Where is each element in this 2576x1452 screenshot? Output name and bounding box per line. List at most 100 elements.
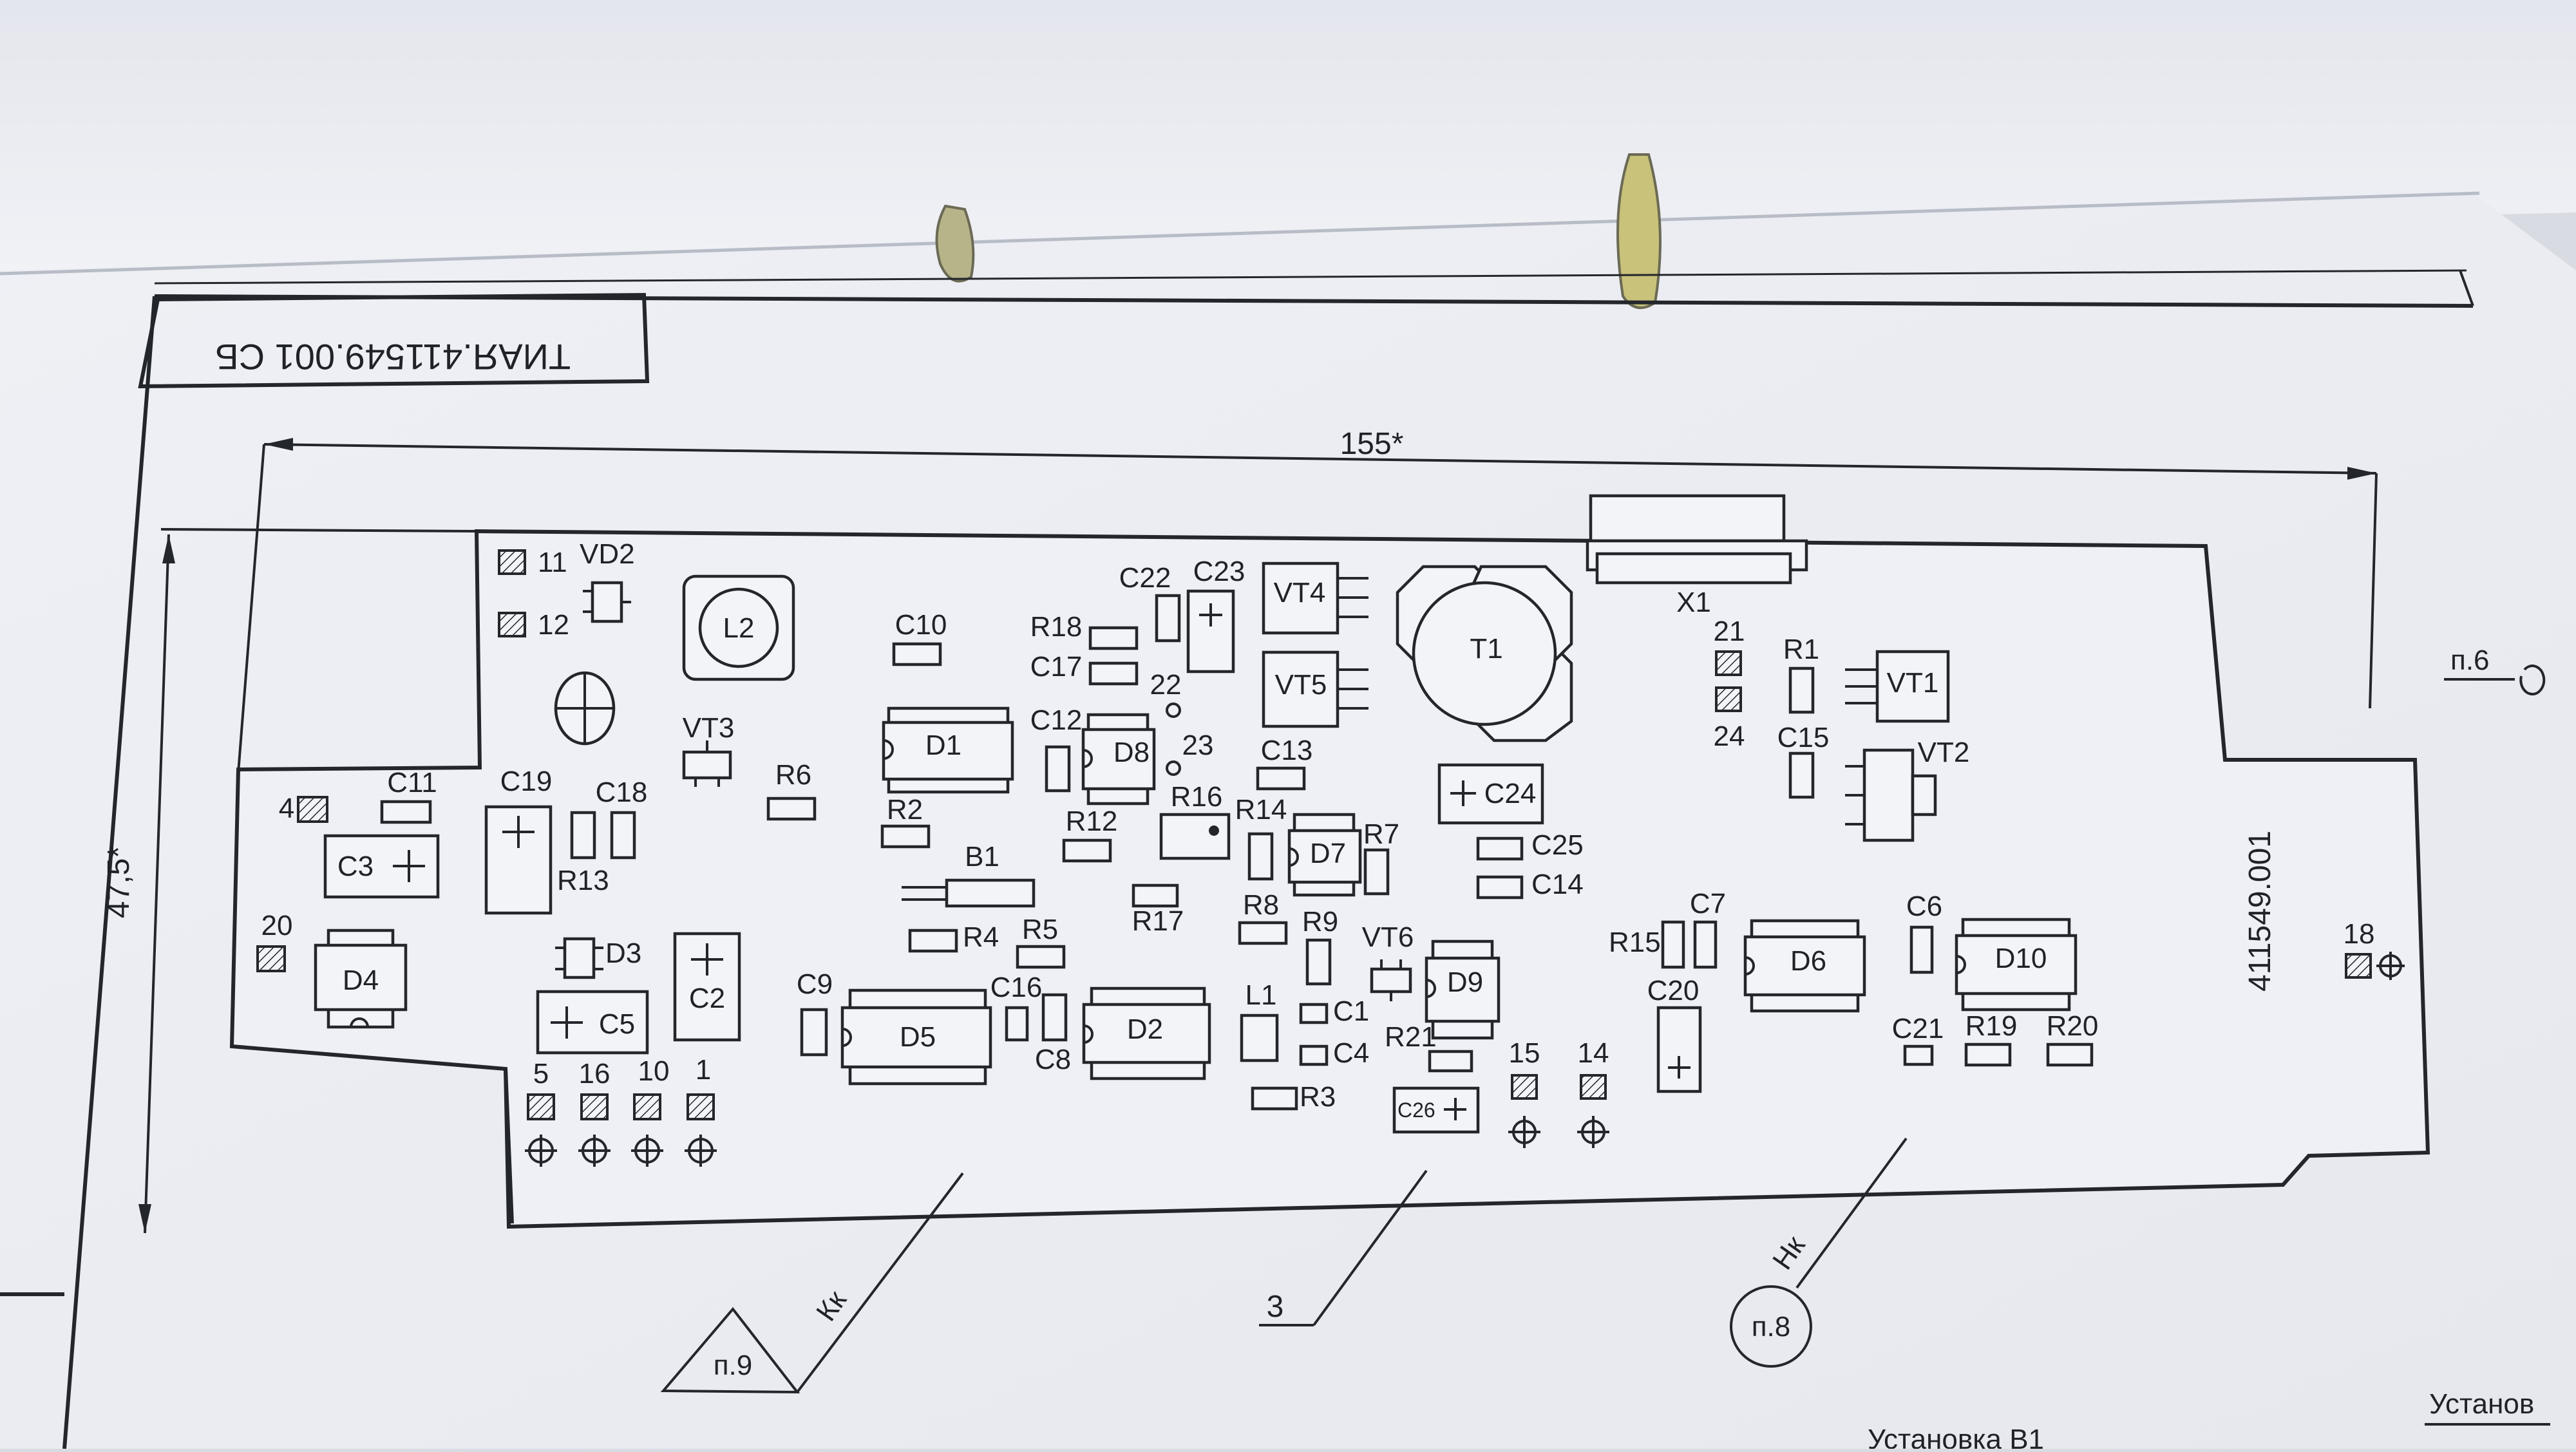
label-pin-12: 12 bbox=[538, 609, 569, 641]
label-vt5: VT5 bbox=[1275, 669, 1327, 701]
label-r5: R5 bbox=[1022, 914, 1058, 945]
component-b1: B1 bbox=[902, 841, 1036, 908]
callout-circle-label: п.8 bbox=[1752, 1311, 1791, 1343]
pad-14 bbox=[1580, 1074, 1607, 1100]
res-r8 bbox=[1238, 921, 1288, 945]
label-r7: R7 bbox=[1363, 818, 1399, 850]
label-vd2: VD2 bbox=[580, 538, 635, 570]
label-pin-4: 4 bbox=[279, 793, 294, 824]
cap-c26: C26 bbox=[1392, 1086, 1480, 1134]
mounting-symbol bbox=[554, 671, 616, 746]
label-d6: D6 bbox=[1790, 945, 1826, 977]
label-pin-24: 24 bbox=[1714, 721, 1745, 752]
top-sheet bbox=[0, 0, 2576, 277]
pad-21 bbox=[1715, 650, 1742, 676]
pad-15 bbox=[1511, 1074, 1538, 1100]
title-block-text: ТИАЯ.411549.001 СБ bbox=[215, 337, 571, 377]
pad-12 bbox=[498, 612, 526, 637]
res-r6 bbox=[766, 797, 817, 821]
label-r19: R19 bbox=[1965, 1010, 2018, 1042]
label-pin-21: 21 bbox=[1714, 616, 1745, 647]
label-r3: R3 bbox=[1300, 1081, 1336, 1113]
label-vt1: VT1 bbox=[1887, 667, 1939, 699]
label-r9: R9 bbox=[1302, 906, 1338, 938]
transformer-t1: T1 bbox=[1396, 565, 1573, 742]
testpoint-22 bbox=[1166, 702, 1181, 718]
res-r20 bbox=[2046, 1042, 2094, 1067]
label-r1: R1 bbox=[1783, 634, 1819, 665]
callout-triangle-label: п.9 bbox=[714, 1350, 753, 1381]
label-pin-14: 14 bbox=[1578, 1037, 1609, 1069]
transistor-vt1: VT1 bbox=[1845, 650, 1950, 723]
label-d1: D1 bbox=[925, 730, 961, 761]
label-c18: C18 bbox=[596, 777, 648, 808]
cap-c19: C19 bbox=[484, 766, 552, 915]
label-r20: R20 bbox=[2047, 1010, 2099, 1042]
chip-d4: D4 bbox=[314, 929, 408, 1029]
dimension-width: 155* bbox=[237, 427, 2378, 773]
label-d4: D4 bbox=[343, 965, 379, 996]
res-r18 bbox=[1088, 626, 1139, 650]
label-d7: D7 bbox=[1310, 838, 1346, 869]
cap-c14 bbox=[1476, 875, 1524, 900]
cap-c3: C3 bbox=[323, 834, 440, 899]
pad-16 bbox=[580, 1093, 609, 1120]
callout-3: 3 bbox=[1259, 1169, 1428, 1326]
label-pin-10: 10 bbox=[638, 1055, 670, 1087]
label-pin-5: 5 bbox=[533, 1058, 549, 1089]
chip-d5: D5 bbox=[840, 988, 992, 1086]
label-r14: R14 bbox=[1235, 794, 1287, 825]
cap-c20: C20 bbox=[1647, 975, 1702, 1093]
binding-clip-right bbox=[1616, 153, 1662, 309]
label-c15: C15 bbox=[1777, 722, 1830, 753]
chip-d7: D7 bbox=[1287, 813, 1362, 897]
label-c1: C1 bbox=[1333, 995, 1369, 1027]
res-r2 bbox=[880, 824, 931, 849]
cap-c11 bbox=[380, 800, 432, 824]
label-d3: D3 bbox=[605, 938, 641, 969]
dimension-height-label: 47,5* bbox=[102, 846, 136, 918]
label-t1: T1 bbox=[1470, 633, 1502, 665]
label-r18: R18 bbox=[1030, 611, 1083, 643]
chip-d6: D6 bbox=[1743, 919, 1866, 1013]
label-r2: R2 bbox=[887, 794, 923, 825]
bottom-right-word: Установ bbox=[2429, 1388, 2534, 1420]
cap-c9 bbox=[800, 1008, 828, 1057]
cap-c25 bbox=[1476, 836, 1524, 861]
label-c12: C12 bbox=[1030, 704, 1083, 736]
pad-5 bbox=[527, 1093, 555, 1120]
label-r16: R16 bbox=[1171, 781, 1223, 813]
res-r5 bbox=[1016, 945, 1066, 969]
cap-c5: C5 bbox=[536, 990, 649, 1055]
label-c7: C7 bbox=[1690, 888, 1726, 919]
label-pin-18: 18 bbox=[2344, 918, 2375, 950]
res-r1 bbox=[1788, 666, 1815, 714]
cap-c2: C2 bbox=[673, 932, 741, 1042]
label-vt4: VT4 bbox=[1274, 577, 1326, 608]
label-c9: C9 bbox=[797, 968, 833, 1000]
cap-c12 bbox=[1045, 745, 1071, 793]
label-c4: C4 bbox=[1333, 1037, 1369, 1069]
label-r12: R12 bbox=[1066, 806, 1118, 837]
label-pin-22: 22 bbox=[1150, 669, 1182, 701]
chip-d1: D1 bbox=[882, 706, 1014, 794]
cap-c15 bbox=[1788, 751, 1815, 799]
chip-d8: D8 bbox=[1081, 713, 1156, 806]
transistor-vt4: VT4 bbox=[1262, 561, 1368, 635]
res-r12 bbox=[1062, 838, 1112, 863]
label-d9: D9 bbox=[1447, 966, 1483, 998]
pad-18 bbox=[2345, 953, 2372, 979]
res-r3 bbox=[1251, 1086, 1298, 1111]
cap-c18-a bbox=[570, 811, 596, 860]
label-d8: D8 bbox=[1113, 737, 1150, 768]
cap-c13 bbox=[1256, 766, 1306, 791]
label-c8: C8 bbox=[1035, 1044, 1071, 1075]
label-pin-23: 23 bbox=[1182, 730, 1214, 761]
transistor-vt2: VT2 bbox=[1845, 737, 1969, 842]
label-pin-20: 20 bbox=[261, 910, 293, 941]
bottom-text-fragment: Установка В1 bbox=[1868, 1424, 2044, 1449]
res-r4 bbox=[908, 929, 958, 953]
label-c5: C5 bbox=[599, 1008, 635, 1040]
cap-c6 bbox=[1909, 925, 1934, 974]
label-vt3: VT3 bbox=[683, 712, 735, 744]
